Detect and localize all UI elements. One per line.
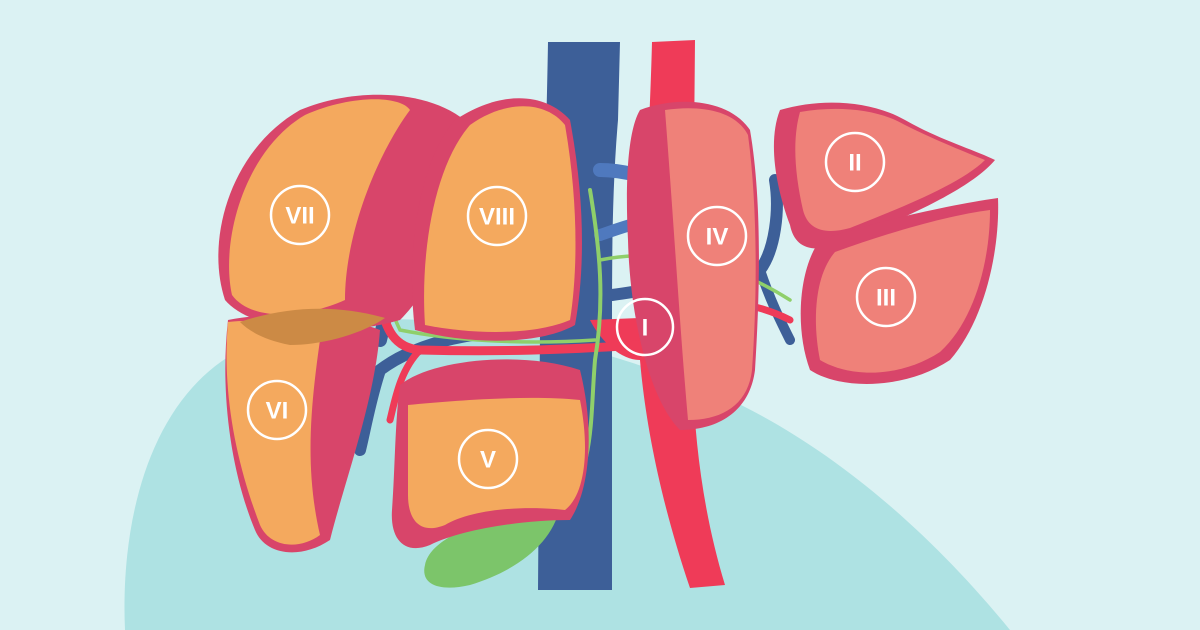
segment-ring-i <box>615 297 675 357</box>
hepatic-artery-branch <box>386 346 424 424</box>
segment-label-iii: III <box>855 266 917 328</box>
segment-label-vii: VII <box>269 184 331 246</box>
segment-text-vii: VII <box>285 203 314 230</box>
segment-iii-inner <box>815 210 990 373</box>
segment-ring-viii <box>466 185 528 247</box>
segment-label-viii: VIII <box>466 185 528 247</box>
segment-ring-iii <box>855 266 917 328</box>
segment-label-i: I <box>615 297 675 357</box>
portal-vein-left-lower <box>755 265 795 345</box>
segment-text-iii: III <box>876 285 896 312</box>
segment-vi-shadow <box>240 308 385 345</box>
segment-v-inner <box>408 397 585 529</box>
segment-label-ii: II <box>824 131 886 193</box>
segment-label-v: V <box>457 428 519 490</box>
segment-ii-inner <box>795 108 985 231</box>
segment-ring-vii <box>269 184 331 246</box>
segment-ring-ii <box>824 131 886 193</box>
segment-text-viii: VIII <box>479 204 515 231</box>
segment-text-vi: VI <box>266 398 289 425</box>
hepatic-artery <box>375 295 645 356</box>
segment-text-iv: IV <box>706 224 729 251</box>
segment-label-iv: IV <box>686 205 748 267</box>
segment-ring-v <box>457 428 519 490</box>
segment-text-ii: II <box>848 150 861 177</box>
segment-label-vi: VI <box>246 379 308 441</box>
gallbladder <box>424 502 560 588</box>
segment-text-i: I <box>642 315 649 342</box>
segment-ring-vi <box>246 379 308 441</box>
segment-viii-inner <box>424 106 576 332</box>
segment-vii-inner <box>229 99 410 315</box>
segment-text-v: V <box>480 447 496 474</box>
segment-vi-inner <box>226 320 320 545</box>
segment-ring-iv <box>686 205 748 267</box>
